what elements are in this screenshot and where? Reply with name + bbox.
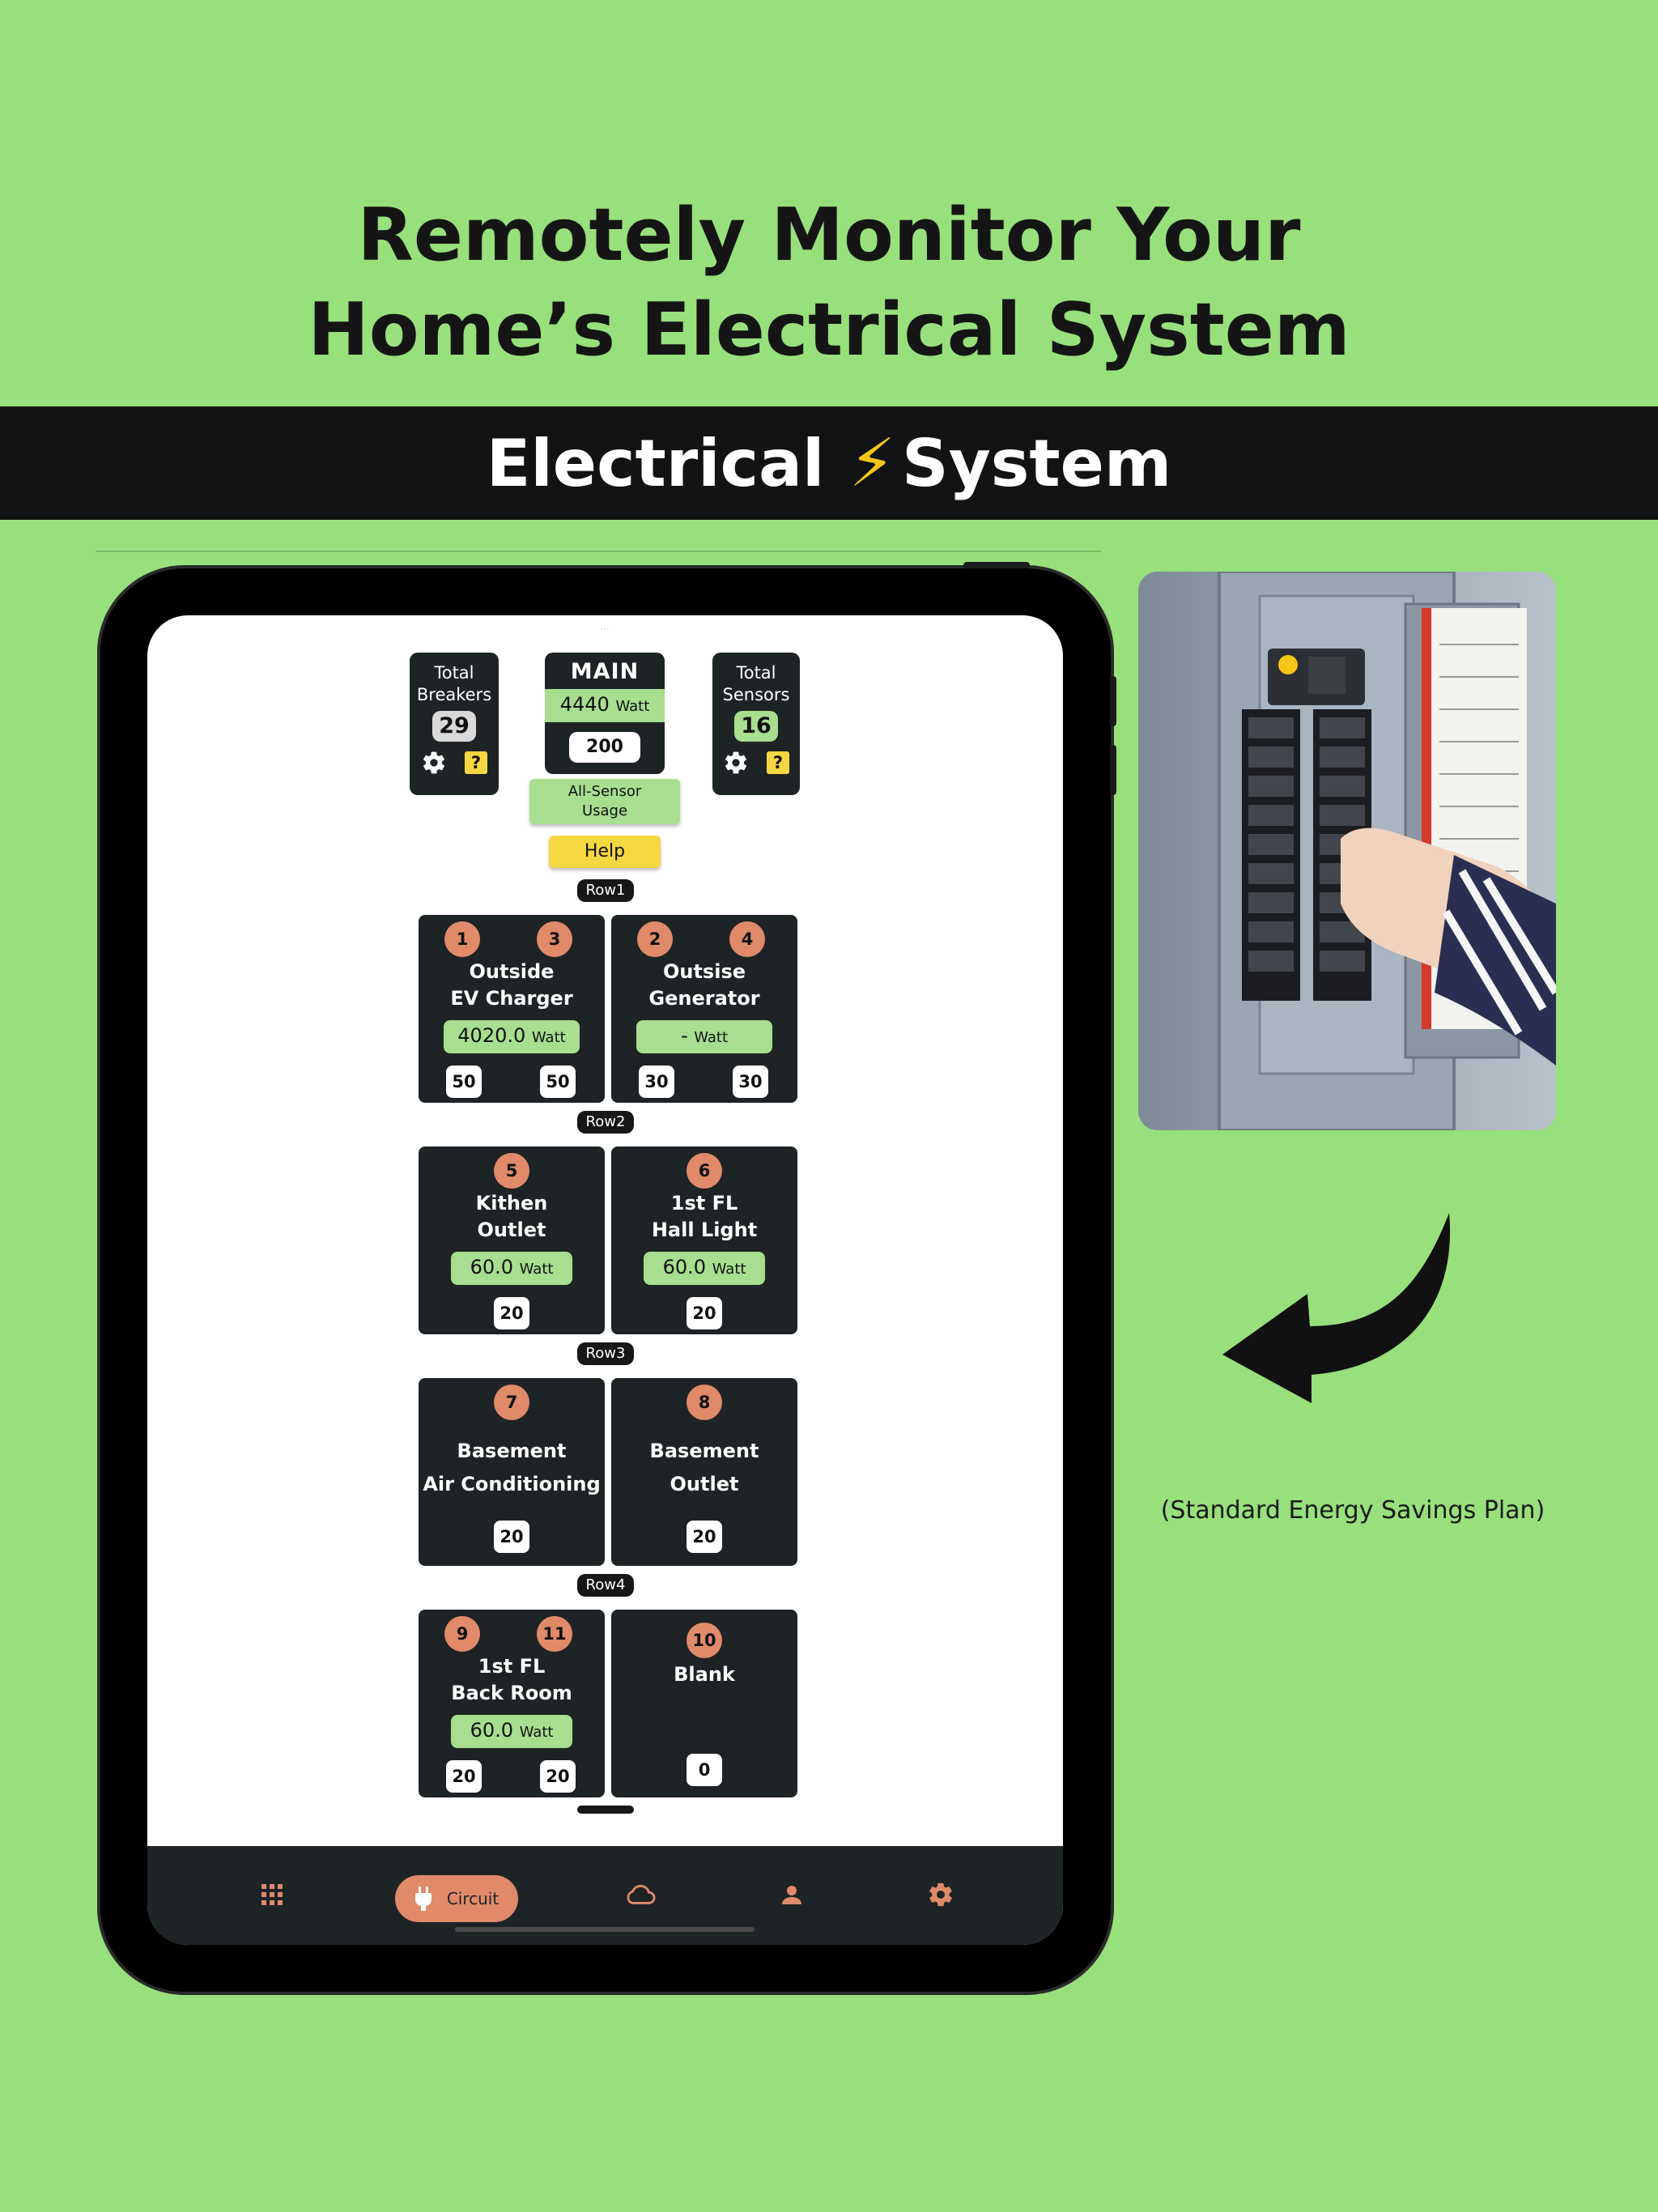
- main-title: MAIN: [570, 659, 640, 684]
- row-label: Row3: [577, 1342, 634, 1365]
- breaker-watt: 4020.0 Watt: [444, 1020, 580, 1053]
- grabber-dots: ···: [600, 623, 610, 635]
- breaker-number: 11: [537, 1616, 572, 1652]
- app-screen: ··· Total Breakers 29 ? MAIN 4440 Watt 2…: [147, 615, 1063, 1945]
- row-label-partial: [577, 1806, 634, 1814]
- row-label: Row4: [577, 1574, 634, 1597]
- row-label: Row2: [577, 1111, 634, 1134]
- help-icon[interactable]: ?: [767, 751, 789, 774]
- breaker-card[interactable]: 10 Blank 0: [611, 1610, 797, 1797]
- tab-circuit-label: Circuit: [446, 1889, 500, 1908]
- breaker-number: 7: [494, 1385, 529, 1420]
- breaker-number: 2: [637, 921, 673, 957]
- breaker-number: 10: [687, 1623, 722, 1658]
- breaker-amp: 50: [446, 1066, 482, 1098]
- banner-left: Electrical: [486, 425, 825, 501]
- breaker-watt: 60.0 Watt: [451, 1252, 572, 1285]
- breaker-number: 6: [687, 1153, 722, 1189]
- breaker-amp: 20: [446, 1760, 482, 1793]
- breaker-amp: 20: [494, 1521, 529, 1553]
- headline: Remotely Monitor Your Home’s Electrical …: [0, 188, 1658, 377]
- total-sensors-count: 16: [734, 711, 778, 742]
- gear-icon[interactable]: [421, 750, 447, 776]
- breaker-number: 5: [494, 1153, 529, 1189]
- banner: Electrical ⚡ System: [0, 406, 1658, 520]
- lightning-bolt-icon: ⚡: [848, 424, 896, 502]
- breaker-amp: 50: [540, 1066, 576, 1098]
- breaker-amp: 0: [687, 1754, 722, 1786]
- bottom-tab-bar: Circuit: [147, 1846, 1063, 1945]
- tablet-top-button: [963, 562, 1030, 568]
- breaker-panel-photo: [1138, 572, 1556, 1130]
- breaker-number: 9: [444, 1616, 480, 1652]
- plan-caption: (Standard Energy Savings Plan): [1160, 1496, 1545, 1525]
- gear-icon[interactable]: [925, 1878, 957, 1911]
- divider: [96, 551, 1101, 552]
- total-breakers-count: 29: [432, 711, 476, 742]
- breaker-amp: 20: [687, 1297, 722, 1329]
- total-breakers-card: Total Breakers 29 ?: [410, 653, 499, 795]
- tablet-volume-up: [1110, 676, 1116, 726]
- breaker-number: 4: [729, 921, 765, 957]
- headline-line-2: Home’s Electrical System: [308, 287, 1350, 372]
- breaker-amp: 20: [494, 1297, 529, 1329]
- gear-icon[interactable]: [723, 750, 749, 776]
- breaker-amp: 20: [687, 1521, 722, 1553]
- headline-line-1: Remotely Monitor Your: [357, 193, 1301, 278]
- main-watt: 4440 Watt: [545, 689, 665, 722]
- breaker-number: 8: [687, 1385, 722, 1420]
- total-breakers-label: Total Breakers: [416, 663, 492, 704]
- breaker-number: 3: [537, 921, 572, 957]
- total-sensors-card: Total Sensors 16 ?: [712, 653, 800, 795]
- breaker-watt: - Watt: [636, 1020, 772, 1053]
- breaker-watt: 60.0 Watt: [451, 1715, 572, 1748]
- breaker-watt: 60.0 Watt: [644, 1252, 765, 1285]
- main-card[interactable]: MAIN 4440 Watt 200: [545, 653, 665, 774]
- total-sensors-label: Total Sensors: [722, 663, 790, 704]
- banner-right: System: [902, 425, 1172, 501]
- breaker-amp: 30: [639, 1066, 674, 1098]
- home-indicator: [455, 1927, 755, 1932]
- cloud-icon[interactable]: [623, 1878, 656, 1911]
- tablet-volume-down: [1110, 745, 1116, 795]
- plug-icon: [414, 1887, 432, 1911]
- main-amp: 200: [569, 732, 640, 763]
- breaker-amp: 30: [733, 1066, 768, 1098]
- row-label: Row1: [577, 879, 634, 902]
- breaker-number: 1: [444, 921, 480, 957]
- tab-circuit[interactable]: Circuit: [395, 1875, 518, 1922]
- person-icon[interactable]: [776, 1878, 808, 1911]
- all-sensor-usage-button[interactable]: All-Sensor Usage: [529, 779, 680, 824]
- help-button[interactable]: Help: [549, 836, 661, 868]
- grid-icon[interactable]: [256, 1878, 288, 1911]
- curved-arrow-icon: [1222, 1213, 1451, 1403]
- breaker-amp: 20: [540, 1760, 576, 1793]
- help-icon[interactable]: ?: [465, 751, 487, 774]
- breaker-name: Blank: [674, 1663, 735, 1686]
